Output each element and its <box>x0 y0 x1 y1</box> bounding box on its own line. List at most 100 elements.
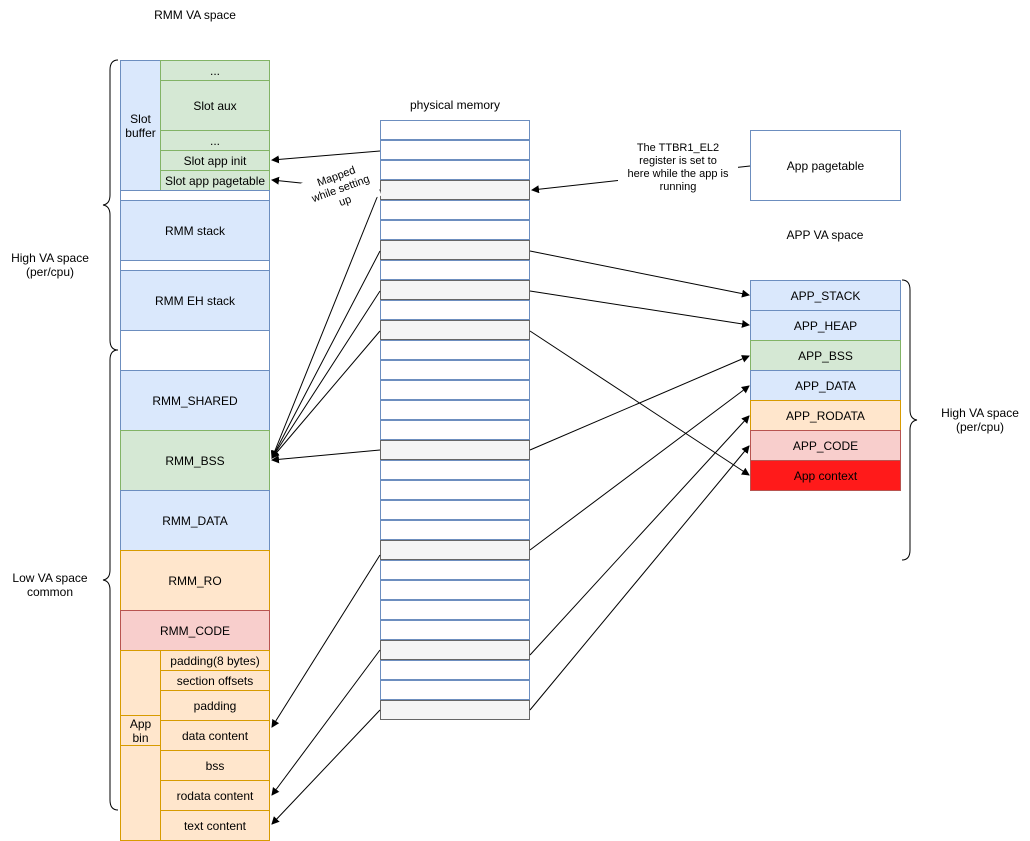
app-bss-label: APP_BSS <box>798 348 853 363</box>
bss-section-label: bss <box>205 758 225 773</box>
data-content-label: data content <box>181 728 249 743</box>
brace-high-right <box>901 279 918 561</box>
slot-aux-label: Slot aux <box>193 98 237 113</box>
slot-ellipsis-mid-label: ... <box>209 133 220 148</box>
physical-memory-block <box>380 420 530 440</box>
arrow-pm-to-rmm-bss-4 <box>271 330 381 459</box>
padding-label: padding <box>193 698 237 713</box>
app-stack: APP_STACK <box>750 280 901 311</box>
arrow-pm-to-app-stack <box>529 250 750 298</box>
rmm-shared-label: RMM_SHARED <box>152 393 238 408</box>
slot-ellipsis-top-label: ... <box>209 63 220 78</box>
rmm-ro-label: RMM_RO <box>168 573 222 588</box>
rmm-ro: RMM_RO <box>120 550 270 611</box>
arrow-pm-to-slot-app-init <box>271 150 381 164</box>
app-stack-label: APP_STACK <box>790 288 861 303</box>
app-va-space-title: APP VA space <box>786 228 864 242</box>
arrow-pm-to-app-heap <box>529 290 750 328</box>
app-heap-label: APP_HEAP <box>793 318 858 333</box>
physical-memory-block <box>380 340 530 360</box>
physical-memory-block <box>380 160 530 180</box>
app-code-label: APP_CODE <box>792 438 859 453</box>
data-content: data content <box>160 720 270 751</box>
arrow-pm-to-app-rodata <box>529 415 750 656</box>
brace-high-left <box>102 59 119 351</box>
physical-memory-block <box>380 220 530 240</box>
padding-8-bytes-label: padding(8 bytes) <box>170 653 260 668</box>
app-bss: APP_BSS <box>750 340 901 371</box>
physical-memory-block <box>380 400 530 420</box>
physical-memory-block <box>380 320 530 340</box>
app-data-label: APP_DATA <box>795 378 856 393</box>
rmm-bss-label: RMM_BSS <box>165 453 225 468</box>
app-rodata-label: APP_RODATA <box>786 408 865 423</box>
physical-memory-block <box>380 240 530 260</box>
physical-memory-block <box>380 380 530 400</box>
high-va-space-right-label: High VA space (per/cpu) <box>941 406 1019 434</box>
rmm-va-space-title: RMM VA space <box>154 8 236 22</box>
physical-memory-block <box>380 600 530 620</box>
app-heap: APP_HEAP <box>750 310 901 341</box>
arrow-pm-to-app-data <box>529 385 750 551</box>
slot-app-pagetable: Slot app pagetable <box>160 170 270 191</box>
physical-memory-block <box>380 520 530 540</box>
physical-memory-block <box>380 300 530 320</box>
physical-memory-block <box>380 480 530 500</box>
app-pagetable-label: App pagetable <box>786 158 865 173</box>
section-offsets-label: section offsets <box>176 673 254 688</box>
arrow-pm-to-rmm-bss-5 <box>271 449 381 464</box>
arrow-pm-to-app-bss <box>529 355 750 451</box>
slot-aux: Slot aux <box>160 80 270 131</box>
brace-low-left <box>102 349 119 811</box>
rmm-stack-label: RMM stack <box>165 223 225 238</box>
physical-memory-block <box>380 280 530 300</box>
physical-memory-block <box>380 260 530 280</box>
arrow-pm-to-rodata-content <box>271 649 381 796</box>
rmm-data: RMM_DATA <box>120 490 270 551</box>
ttbr-note: The TTBR1_EL2 register is set to here wh… <box>618 142 738 194</box>
physical-memory-block <box>380 360 530 380</box>
app-bin-label: App bin <box>129 716 152 745</box>
high-va-space-left-label: High VA space (per/cpu) <box>11 251 89 279</box>
physical-memory-block <box>380 120 530 140</box>
physical-memory-block <box>380 580 530 600</box>
arrow-pm-to-rmm-bss-2 <box>271 250 381 459</box>
app-pagetable: App pagetable <box>750 130 901 201</box>
rmm-code-label: RMM_CODE <box>159 623 230 638</box>
arrow-pm-to-rmm-bss-1 <box>270 189 381 459</box>
gap-high-low <box>120 330 270 371</box>
physical-memory-block <box>380 640 530 660</box>
bss-section: bss <box>160 750 270 781</box>
arrow-pm-to-text-content <box>271 709 381 825</box>
rmm-eh-stack-label: RMM EH stack <box>154 293 235 308</box>
app-code: APP_CODE <box>750 430 901 461</box>
slot-app-init-label: Slot app init <box>183 153 247 168</box>
rmm-eh-stack: RMM EH stack <box>120 270 270 331</box>
physical-memory-block <box>380 660 530 680</box>
physical-memory-block <box>380 540 530 560</box>
physical-memory-title: physical memory <box>409 98 501 112</box>
physical-memory-block <box>380 560 530 580</box>
physical-memory-block <box>380 500 530 520</box>
rmm-data-label: RMM_DATA <box>162 513 228 528</box>
rodata-content: rodata content <box>160 780 270 811</box>
physical-memory-block <box>380 680 530 700</box>
physical-memory-block <box>380 180 530 200</box>
arrow-pm-to-rmm-bss-3 <box>271 290 381 459</box>
low-va-space-left-label: Low VA space common <box>12 571 88 599</box>
physical-memory-block <box>380 200 530 220</box>
arrow-pm-to-app-code <box>529 445 750 711</box>
padding-8-bytes: padding(8 bytes) <box>160 650 270 671</box>
slot-app-pagetable-label: Slot app pagetable <box>164 173 266 188</box>
physical-memory-block <box>380 460 530 480</box>
physical-memory-block <box>380 440 530 460</box>
text-content-label: text content <box>183 818 247 833</box>
app-context-label: App context <box>793 468 858 483</box>
rodata-content-label: rodata content <box>176 788 254 803</box>
app-context: App context <box>750 460 901 491</box>
physical-memory-block <box>380 700 530 720</box>
physical-memory-block <box>380 140 530 160</box>
physical-memory-block <box>380 620 530 640</box>
rmm-code: RMM_CODE <box>120 610 270 651</box>
rmm-shared: RMM_SHARED <box>120 370 270 431</box>
